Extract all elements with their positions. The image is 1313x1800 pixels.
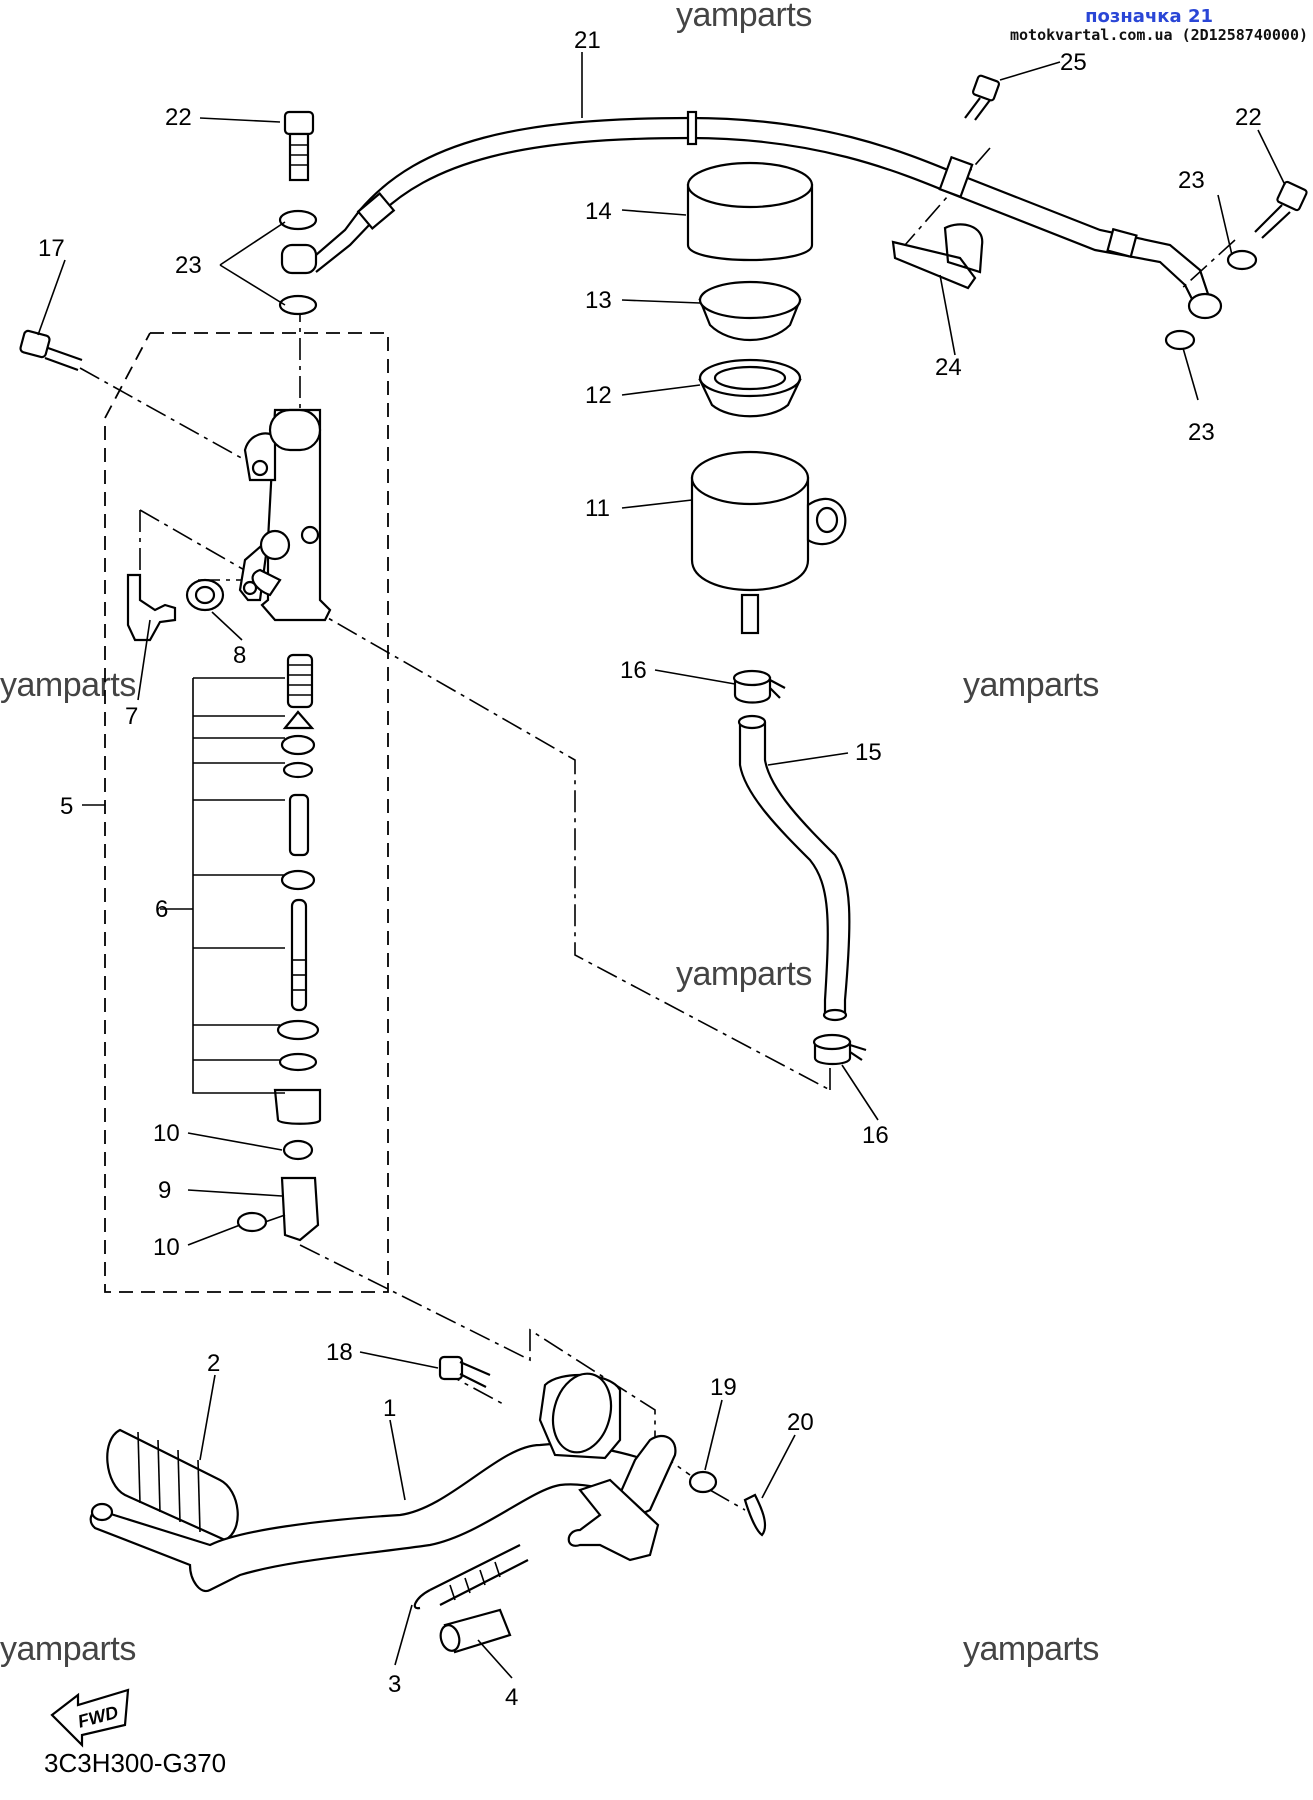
diaphragm: [698, 358, 802, 418]
cotter-pin: [743, 1493, 767, 1537]
primary-cup: [280, 734, 316, 756]
secondary-cup: [280, 869, 316, 891]
callout-5: 5: [60, 793, 73, 820]
callout-23-left: 23: [175, 252, 202, 279]
callout-15: 15: [855, 739, 882, 766]
callout-10-lower: 10: [153, 1234, 180, 1261]
clevis-pin: [438, 1355, 491, 1388]
small-washer: [282, 761, 314, 779]
callout-9: 9: [158, 1177, 171, 1204]
callout-8: 8: [233, 642, 246, 669]
watermark-top: yamparts: [676, 0, 812, 34]
banjo-bolt-left: [283, 110, 315, 182]
locknut-upper: [282, 1139, 314, 1161]
watermark-right-upper: yamparts: [963, 666, 1099, 704]
guide-bolt: [964, 74, 1001, 121]
watermark-right-lower: yamparts: [963, 1630, 1099, 1668]
leader-bolt-17: [79, 367, 246, 461]
reservoir-hose: [738, 722, 851, 1015]
brake-pedal: [89, 1372, 677, 1593]
watermark-left-lower: yamparts: [0, 1630, 136, 1668]
callout-22-left: 22: [165, 104, 192, 131]
diaphragm-plate: [698, 280, 802, 342]
callout-16-upper: 16: [620, 657, 647, 684]
push-rod-washer: [276, 1019, 320, 1041]
watermark-center: yamparts: [676, 955, 812, 993]
reservoir-tank: [690, 450, 847, 635]
callout-13: 13: [585, 287, 612, 314]
callout-22-right: 22: [1235, 104, 1262, 131]
callout-23-right-lower: 23: [1188, 419, 1215, 446]
hose-clip-upper: [732, 669, 786, 704]
callout-11: 11: [585, 495, 610, 522]
leader-banjo-right: [1179, 239, 1236, 291]
callout-2: 2: [207, 1350, 220, 1377]
reservoir-hose-end: [737, 714, 767, 730]
banjo-bolt-right: [1254, 180, 1308, 239]
banjo-fitting-left: [280, 243, 318, 275]
leader-cotter-20: [709, 1489, 746, 1511]
fwd-arrow-icon: FWD: [50, 1688, 130, 1748]
watermark-left-upper: yamparts: [0, 666, 136, 704]
callout-24: 24: [935, 354, 962, 381]
callout-20: 20: [787, 1409, 814, 1436]
hose-fitting: [126, 573, 177, 642]
callout-23-right-upper: 23: [1178, 167, 1205, 194]
locknut-lower: [236, 1211, 268, 1233]
copper-washer-top: [278, 209, 318, 231]
callout-1: 1: [383, 1395, 396, 1422]
callout-3: 3: [388, 1671, 401, 1698]
washer-right-lower: [1164, 329, 1196, 351]
spring-seat: [282, 710, 315, 730]
pedal-washer: [688, 1470, 718, 1494]
callout-6: 6: [155, 896, 168, 923]
callout-7: 7: [125, 703, 138, 730]
circlip: [278, 1052, 318, 1072]
callout-19: 19: [710, 1374, 737, 1401]
header-tag: позначка 21: [1085, 6, 1213, 27]
piston-spring: [286, 653, 314, 709]
washer-right-upper: [1226, 249, 1258, 271]
header-source: motokvartal.com.ua (2D1258740000): [1009, 26, 1308, 44]
leader-clevis-pedal: [299, 1244, 656, 1440]
reservoir-cap: [686, 161, 814, 262]
master-cylinder-body: [238, 408, 332, 622]
mounting-bolt: [19, 329, 83, 372]
leader-fitting: [139, 509, 831, 1091]
clevis: [280, 1176, 320, 1242]
callout-17: 17: [38, 235, 65, 262]
push-rod: [290, 898, 308, 1012]
return-spring: [413, 1544, 529, 1610]
reservoir-hose-end-lower: [822, 1008, 848, 1022]
callout-16-lower: 16: [862, 1122, 889, 1149]
callout-21: 21: [574, 27, 601, 54]
brake-hose: [315, 110, 1223, 320]
hose-guide: [891, 223, 984, 290]
diagram-code: 3C3H300-G370: [44, 1748, 227, 1778]
hose-clip-lower: [812, 1033, 867, 1066]
callout-4: 4: [505, 1684, 518, 1711]
assembly-box: [104, 332, 389, 1293]
callout-14: 14: [585, 198, 612, 225]
kit-bracket: [192, 678, 285, 1094]
spring-sleeve: [439, 1608, 512, 1654]
callout-10-upper: 10: [153, 1120, 180, 1147]
grommet: [185, 578, 225, 612]
leader-bolt-25: [904, 147, 991, 246]
callout-18: 18: [326, 1339, 353, 1366]
callout-25: 25: [1060, 49, 1087, 76]
copper-washer-bottom: [278, 294, 318, 316]
dust-boot: [273, 1088, 322, 1125]
callout-12: 12: [585, 382, 612, 409]
piston: [288, 793, 310, 857]
